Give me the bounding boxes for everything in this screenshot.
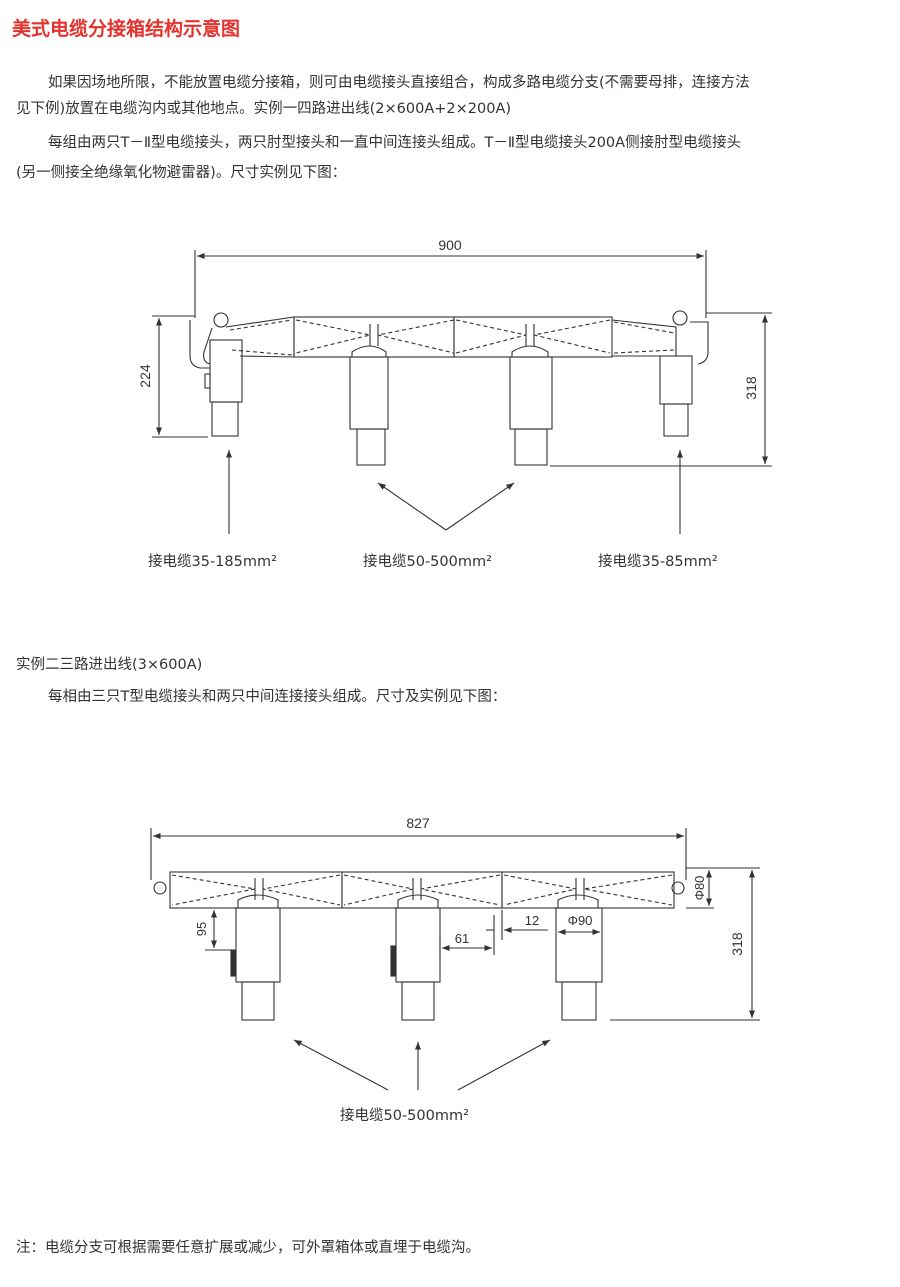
- intro-line-1: 如果因场地所限，不能放置电缆分接箱，则可由电缆接头直接组合，构成多路电缆分支(不…: [48, 75, 750, 91]
- dim-width-text: 900: [438, 237, 462, 253]
- diagram-1: [152, 250, 772, 534]
- left-elbow-connector: [189, 312, 295, 437]
- footnote: 注：电缆分支可根据需要任意扩展或减少，可外罩箱体或直埋于电缆沟。: [16, 1240, 480, 1256]
- body-tube-left: [293, 316, 455, 358]
- label-cable-left: 接电缆35-185mm²: [148, 553, 277, 570]
- label-cable-right: 接电缆35-85mm²: [598, 553, 718, 570]
- tube-3: [501, 871, 675, 909]
- dim-61-text: 61: [455, 931, 469, 946]
- arrow-center-right: [445, 482, 515, 531]
- t-stem-3: [555, 894, 603, 1021]
- arrow-center-left: [377, 482, 447, 531]
- intro-line-2: 见下例)放置在电缆沟内或其他地点。实例一四路进出线(2×600A+2×200A): [16, 101, 512, 117]
- end-cap-right: [671, 881, 685, 895]
- intro-line-4: (另一侧接全绝缘氧化物避雷器)。尺寸实例见下图：: [16, 165, 347, 181]
- dim-width-text: 827: [406, 815, 430, 831]
- t-stem-1: [230, 894, 281, 1021]
- intro-line-3: 每组由两只T－Ⅱ型电缆接头，两只肘型接头和一直中间连接头组成。T－Ⅱ型电缆接头2…: [48, 135, 742, 151]
- diagram-2: [150, 828, 760, 1091]
- example2-line-2: 每相由三只T型电缆接头和两只中间连接接头组成。尺寸及实例见下图：: [48, 689, 507, 705]
- body-tube-right: [453, 316, 613, 358]
- arrow-2-right: [457, 1039, 551, 1091]
- label-cable-center: 接电缆50-500mm²: [363, 553, 492, 570]
- t-connector-stem-1: [349, 345, 389, 466]
- end-cap-left: [153, 881, 167, 895]
- dim-height-text: 318: [729, 932, 745, 956]
- tube-1: [169, 871, 343, 909]
- right-elbow-connector: [611, 310, 709, 437]
- t-stem-2: [390, 894, 441, 1021]
- dim-12-text: 12: [525, 913, 539, 928]
- arrow-2-left: [293, 1039, 389, 1091]
- tube-2: [341, 871, 503, 909]
- example2-line-1: 实例二三路进出线(3×600A): [16, 657, 203, 673]
- dim-right-height-text: 318: [743, 376, 759, 400]
- dim-left-height-text: 224: [137, 364, 153, 388]
- dim-diameter-body-text: Φ90: [568, 913, 593, 928]
- t-connector-stem-2: [509, 345, 553, 466]
- label-cable-bottom: 接电缆50-500mm²: [340, 1107, 469, 1124]
- dim-95-text: 95: [194, 922, 209, 936]
- page-title: 美式电缆分接箱结构示意图: [12, 18, 241, 40]
- dim-diameter-end-text: Φ80: [692, 876, 707, 901]
